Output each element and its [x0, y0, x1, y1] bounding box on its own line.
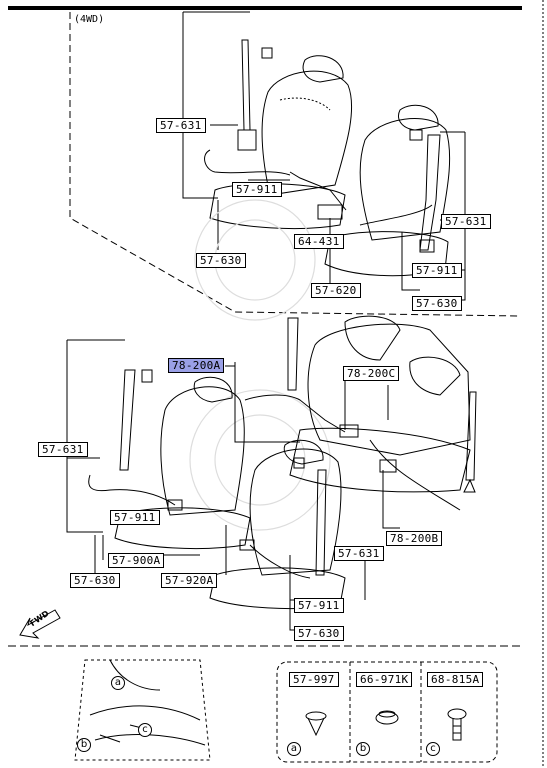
part-label[interactable]: 57-630 [196, 253, 246, 268]
part-label[interactable]: 57-911 [412, 263, 462, 278]
part-label[interactable]: 78-200B [386, 531, 443, 546]
upper-belt-left [204, 39, 347, 220]
part-label[interactable]: 57-900A [108, 553, 165, 568]
fwd-arrow-icon [19, 609, 61, 639]
lower-belts [88, 317, 477, 579]
top-border [8, 6, 522, 10]
part-label[interactable]: 57-620 [311, 283, 361, 298]
part-label[interactable]: 57-631 [334, 546, 384, 561]
part-label[interactable]: 57-911 [232, 182, 282, 197]
clip-a-icon [305, 711, 327, 737]
detail-view [74, 659, 211, 761]
plug-b-icon [375, 710, 399, 725]
fastener-part-label[interactable]: 57-997 [289, 672, 339, 687]
section-label: (4WD) [74, 14, 105, 25]
pin-c-icon [447, 708, 467, 741]
fastener-marker: b [356, 742, 370, 756]
part-label[interactable]: 57-630 [412, 296, 462, 311]
fastener-part-label[interactable]: 68-815A [427, 672, 484, 687]
fastener-marker: a [287, 742, 301, 756]
part-label[interactable]: 78-200C [343, 366, 400, 381]
part-label[interactable]: 57-911 [294, 598, 344, 613]
part-label[interactable]: 57-631 [441, 214, 491, 229]
part-label[interactable]: 57-631 [156, 118, 206, 133]
fastener-box [276, 661, 498, 763]
detail-marker: b [77, 738, 91, 752]
upper-seat-right [324, 104, 451, 277]
fastener-part-label[interactable]: 66-971K [356, 672, 413, 687]
detail-marker: c [138, 723, 152, 737]
lower-seat-left [114, 376, 251, 550]
upper-belt-right [359, 129, 441, 253]
fastener-marker: c [426, 742, 440, 756]
part-label[interactable]: 57-630 [294, 626, 344, 641]
part-label[interactable]: 57-630 [70, 573, 120, 588]
part-label[interactable]: 64-431 [294, 234, 344, 249]
detail-marker: a [111, 676, 125, 690]
part-label[interactable]: 57-911 [110, 510, 160, 525]
part-label[interactable]: 57-920A [161, 573, 218, 588]
upper-seat-left [209, 55, 353, 230]
part-label-highlighted[interactable]: 78-200A [168, 358, 225, 373]
part-label[interactable]: 57-631 [38, 442, 88, 457]
upper-region-outline [69, 12, 521, 317]
